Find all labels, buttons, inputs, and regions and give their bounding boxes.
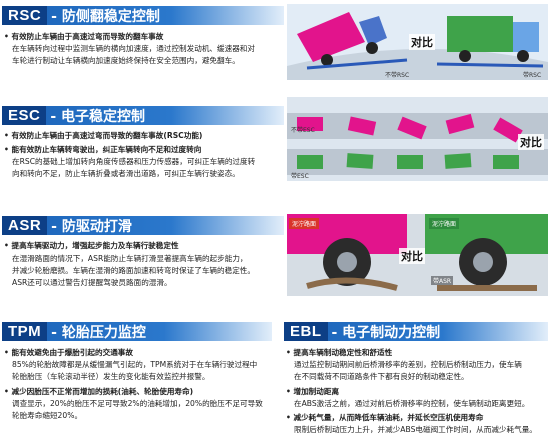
esc-label-with: 带ESC bbox=[291, 173, 309, 180]
esc-header: ESC - 电子稳定控制 bbox=[2, 106, 284, 125]
asr-bullet-1: 提高车辆驱动力，增强起步能力及车辆行驶稳定性 bbox=[4, 240, 179, 251]
rsc-label-with: 带RSC bbox=[523, 72, 542, 79]
rsc-compare-label: 对比 bbox=[409, 34, 435, 50]
rsc-label-without: 不带RSC bbox=[385, 72, 410, 79]
asr-figure: 泥泞路面 泥泞路面 对比 带ASR bbox=[287, 214, 548, 296]
tpm-text-4: 轮胎寿命缩短20%。 bbox=[12, 411, 83, 420]
rsc-figure: 对比 不带RSC 带RSC bbox=[287, 4, 548, 80]
rsc-header: RSC - 防侧翻稳定控制 bbox=[2, 6, 284, 25]
esc-figure: 对比 不带ESC 带ESC bbox=[287, 97, 548, 181]
ebl-header: EBL - 电子制动力控制 bbox=[284, 322, 548, 341]
esc-title: - 电子稳定控制 bbox=[50, 108, 146, 125]
rsc-title: - 防侧翻稳定控制 bbox=[51, 8, 160, 25]
rsc-text-1: 在车辆转向过程中监测车辆的横向加速度，通过控制发动机、缓速器和对 bbox=[12, 44, 255, 53]
asr-label-with: 带ASR bbox=[431, 276, 454, 285]
esc-bullet-2: 能有效防止车辆转弯驶出，纠正车辆转向不足和过度转向 bbox=[4, 144, 202, 155]
ebl-text-3: 在ABS激活之前，通过对前后桥滑移率的控制，使车辆制动距离更短。 bbox=[294, 399, 530, 408]
esc-compare-label: 对比 bbox=[518, 134, 544, 150]
ebl-bullet-3: 减少耗气量，从而降低车辆油耗，并延长空压机使用寿命 bbox=[286, 412, 484, 423]
tpm-header: TPM - 轮胎压力监控 bbox=[2, 322, 272, 341]
asr-text-2: 并减少轮胎磨损。车辆在湿滑的路面加速和转弯时保证了车辆的稳定性。 bbox=[12, 266, 255, 275]
rsc-truck-upright bbox=[436, 16, 544, 68]
esc-trucks-with bbox=[297, 153, 519, 169]
esc-illustration bbox=[287, 97, 548, 181]
ebl-title: - 电子制动力控制 bbox=[331, 324, 441, 341]
tpm-text-3: 调查显示，20%的胎压不足可导致2%的油耗增加，20%的胎压不足可导致 bbox=[12, 399, 263, 408]
asr-abbr: ASR bbox=[2, 216, 48, 235]
rsc-abbr: RSC bbox=[2, 6, 48, 25]
tpm-bullet-1: 能有效避免由于爆胎引起的交通事故 bbox=[4, 347, 134, 358]
rsc-text-2: 车轮进行制动让车辆横向加速度始终保持在安全范围内，避免翻车。 bbox=[12, 56, 240, 65]
ebl-bullet-2: 增加制动距离 bbox=[286, 386, 340, 397]
rsc-bullet-1: 有效防止车辆由于高速过弯而导致的翻车事故 bbox=[4, 31, 164, 42]
asr-label-mud-1: 泥泞路面 bbox=[289, 218, 320, 229]
asr-compare-label: 对比 bbox=[399, 248, 425, 264]
esc-text-2: 向和转向不足，防止车辆折叠或者滑出道路，可纠正车辆行驶姿态。 bbox=[12, 169, 240, 178]
ebl-text-1: 通过监控制动期间前后桥滑移率的差别，控制后桥制动压力，使车辆 bbox=[294, 360, 522, 369]
tpm-text-1: 85%的轮胎故障都是从缓慢漏气引起的，TPM系统对于在车辆行驶过程中 bbox=[12, 360, 258, 369]
esc-abbr: ESC bbox=[2, 106, 47, 125]
rsc-truck-tilted bbox=[297, 12, 408, 70]
asr-text-1: 在湿滑路面的情况下，ASR能防止车辆打滑显著提高车辆的起步能力， bbox=[12, 254, 248, 263]
ebl-abbr: EBL bbox=[284, 322, 328, 341]
esc-label-without: 不带ESC bbox=[291, 127, 315, 134]
tpm-title: - 轮胎压力监控 bbox=[51, 324, 146, 341]
ebl-text-4: 限制后桥制动压力上升，并减少ABS电磁阀工作时间，从而减少耗气量。 bbox=[294, 425, 537, 434]
ebl-text-2: 在不同载荷不同道路条件下都有良好的制动稳定性。 bbox=[294, 372, 469, 381]
rsc-illustration bbox=[287, 4, 548, 80]
esc-text-1: 在RSC的基础上增加转向角度传感器和压力传感器，可纠正车辆的过度转 bbox=[12, 157, 256, 166]
esc-trucks-without bbox=[297, 113, 523, 143]
asr-text-3: ASR还可以通过警告灯提醒驾驶员路面的湿滑。 bbox=[12, 278, 172, 287]
asr-title: - 防驱动打滑 bbox=[51, 218, 132, 235]
tpm-bullet-2: 减少因胎压不正常而增加的损耗(油耗、轮胎使用寿命) bbox=[4, 386, 194, 397]
asr-header: ASR - 防驱动打滑 bbox=[2, 216, 284, 235]
esc-bullet-1: 有效防止车辆由于高速过弯而导致的翻车事故(RSC功能) bbox=[4, 130, 203, 141]
tpm-abbr: TPM bbox=[2, 322, 48, 341]
asr-label-mud-2: 泥泞路面 bbox=[429, 218, 460, 229]
ebl-bullet-1: 提高车辆制动稳定性和舒适性 bbox=[286, 347, 393, 358]
tpm-text-2: 轮胎胎压（车轮滚动半径）发生的变化能有效监控并报警。 bbox=[12, 372, 210, 381]
